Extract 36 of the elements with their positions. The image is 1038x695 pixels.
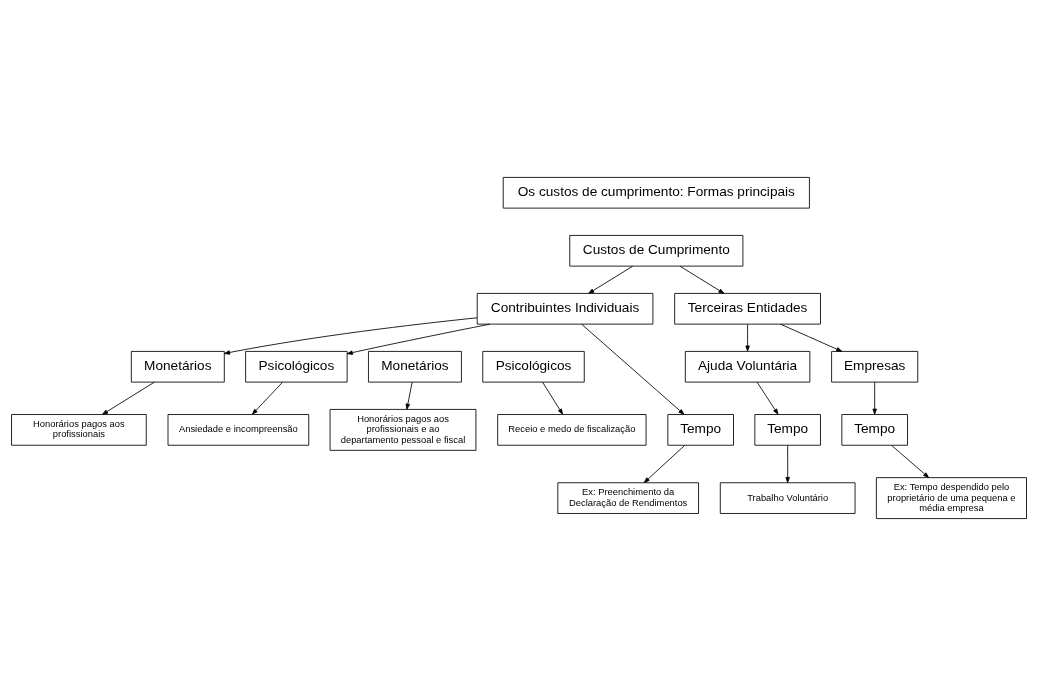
- node-box: Ex: Tempo despendido pelo proprietário de uma pequena e média empresa: [875, 476, 1027, 519]
- node-box: Tempo: [841, 413, 908, 446]
- node-box: Tempo: [667, 413, 734, 446]
- node-box: Os custos de cumprimento: Formas principais: [502, 176, 810, 209]
- node-box: Honorários pagos aos profissionais: [11, 413, 147, 446]
- node-box: Trabalho Voluntário: [719, 481, 856, 514]
- arrow: [588, 265, 633, 294]
- arrow: [581, 323, 685, 415]
- arrow: [252, 381, 284, 415]
- node-box: Custos de Cumprimento: [569, 234, 744, 267]
- node-box: Ex: Preenchimento da Declaração de Rendimentos: [557, 481, 699, 514]
- arrow: [542, 381, 563, 415]
- arrow: [891, 444, 930, 478]
- node-box: Ajuda Voluntária: [684, 350, 811, 383]
- arrow: [872, 381, 877, 415]
- arrow: [346, 323, 491, 355]
- arrow: [780, 323, 843, 352]
- node-box: Honorários pagos aos profissionais e ao departamento pessoal e fiscal: [329, 408, 477, 451]
- node-box: Monetários: [130, 350, 225, 383]
- arrow: [745, 323, 750, 351]
- arrow: [756, 381, 779, 415]
- node-box: Receio e medo de fiscalização: [497, 413, 647, 446]
- node-box: Monetários: [368, 350, 462, 383]
- node-box: Empresas: [831, 350, 919, 383]
- arrow: [643, 444, 685, 483]
- node-box: Terceiras Entidades: [674, 292, 821, 325]
- arrow: [679, 265, 725, 294]
- node-box: Contribuintes Individuais: [476, 292, 654, 325]
- arrow: [405, 381, 413, 410]
- node-box: Tempo: [754, 413, 821, 446]
- node-box: Psicológicos: [482, 350, 585, 383]
- arrow: [102, 381, 155, 415]
- node-box: Ansiedade e incompreensão: [167, 413, 310, 446]
- arrow: [785, 444, 790, 483]
- node-box: Psicológicos: [245, 350, 348, 383]
- arrow: [224, 316, 478, 355]
